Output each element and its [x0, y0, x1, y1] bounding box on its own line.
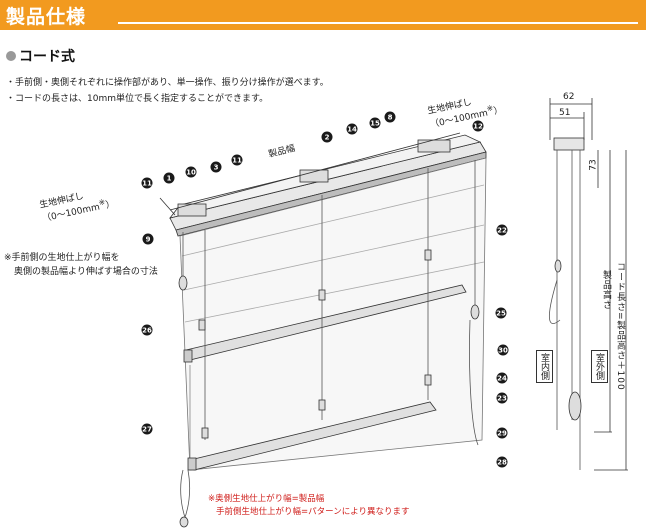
dim-62: 62: [563, 92, 575, 102]
svg-text:1: 1: [167, 175, 172, 183]
svg-text:27: 27: [142, 426, 152, 434]
svg-text:12: 12: [473, 123, 483, 131]
callout-27: 27: [141, 423, 153, 435]
bullet-2: ・コードの長さは、10mm単位で長く指定することができます。: [6, 94, 269, 104]
callout-11a: 11: [141, 177, 153, 189]
callout-9: 9: [142, 233, 154, 245]
callout-12: 12: [472, 120, 484, 132]
callout-30: 30: [497, 344, 509, 356]
section-title-text: コード式: [19, 49, 75, 65]
callout-3: 8: [384, 111, 396, 123]
callout-25: 25: [495, 307, 507, 319]
side-note-1: ※手前側の生地仕上がり幅を: [4, 253, 120, 263]
callout-10: 10: [185, 166, 197, 178]
footnote-1: ※奥側生地仕上がり幅=製品幅: [208, 494, 325, 504]
callout-2: 2: [321, 131, 333, 143]
svg-text:8: 8: [388, 114, 393, 122]
svg-text:14: 14: [347, 126, 357, 134]
section-title: コード式: [6, 46, 75, 66]
svg-text:9: 9: [146, 236, 151, 244]
footnote-2: 手前側生地仕上がり幅=パターンにより異なります: [216, 507, 410, 517]
callout-8: 3: [210, 161, 222, 173]
callout-29: 29: [496, 427, 508, 439]
svg-text:24: 24: [497, 375, 507, 383]
callout-11b: 11: [231, 154, 243, 166]
svg-text:10: 10: [186, 169, 196, 177]
callout-15: 15: [369, 117, 381, 129]
svg-text:30: 30: [498, 347, 508, 355]
svg-text:11: 11: [232, 157, 242, 165]
indoor-label: 室内側: [536, 350, 553, 383]
callout-markers: 11 1 10 3 11 2 14 15 8 12 9 22 25 26 30 …: [141, 111, 509, 468]
callout-23: 23: [496, 392, 508, 404]
svg-text:26: 26: [142, 327, 152, 335]
svg-text:11: 11: [142, 180, 152, 188]
callout-26: 26: [141, 324, 153, 336]
callout-24: 24: [496, 372, 508, 384]
dim-73: 73: [588, 159, 599, 171]
dim-51: 51: [559, 108, 571, 118]
header-bar: 製品仕様: [0, 0, 646, 30]
cord-length-label: コード長さ=製品高さ＋100: [615, 262, 625, 391]
header-rule: [118, 22, 638, 24]
callout-28: 28: [496, 456, 508, 468]
bullet-dot-icon: [6, 51, 16, 61]
svg-text:2: 2: [325, 134, 330, 142]
callout-1: 1: [163, 172, 175, 184]
outdoor-label: 室外側: [591, 350, 608, 383]
svg-text:25: 25: [496, 310, 506, 318]
svg-text:3: 3: [214, 164, 219, 172]
svg-text:22: 22: [497, 227, 507, 235]
svg-text:28: 28: [497, 459, 507, 467]
side-note-2: 奥側の製品幅より伸ばす場合の寸法: [14, 267, 158, 277]
height-label: 製品高さ: [601, 270, 611, 310]
header-title: 製品仕様: [6, 6, 87, 28]
svg-text:23: 23: [497, 395, 507, 403]
callout-22: 22: [496, 224, 508, 236]
bullet-1: ・手前側・奥側それぞれに操作部があり、単一操作、振り分け操作が選べます。: [6, 78, 329, 88]
svg-text:29: 29: [497, 430, 507, 438]
callout-14: 14: [346, 123, 358, 135]
svg-text:15: 15: [370, 120, 380, 128]
